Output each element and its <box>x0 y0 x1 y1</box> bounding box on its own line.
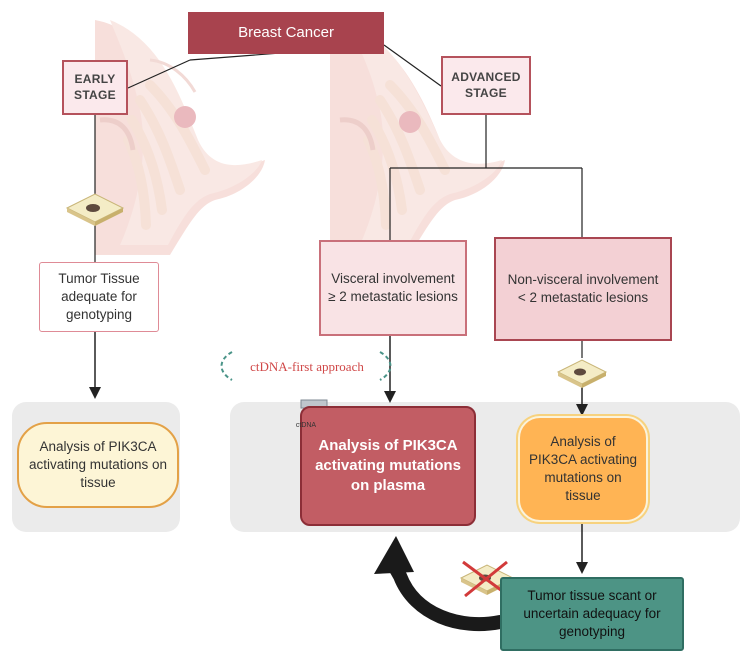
title-to-advanced-line <box>383 44 442 87</box>
visceral-involvement-box: Visceral involvement ≥ 2 metastatic lesi… <box>319 240 467 336</box>
tissue-scant-box: Tumor tissue scant or uncertain adequacy… <box>500 577 684 651</box>
breast-cancer-title: Breast Cancer <box>188 12 384 54</box>
analysis-tissue-advanced-box: Analysis of PIK3CA activating mutations … <box>518 416 648 522</box>
non-visceral-involvement-box: Non-visceral involvement < 2 metastatic … <box>494 237 672 341</box>
ctdna-tube-label: ctDNA <box>295 422 317 429</box>
advanced-stage-box: ADVANCED STAGE <box>441 56 531 115</box>
tumor-tissue-adequate-box: Tumor Tissue adequate for genotyping <box>39 262 159 332</box>
analysis-tissue-early-box: Analysis of PIK3CA activating mutations … <box>17 422 179 508</box>
analysis-plasma-box: Analysis of PIK3CA activating mutations … <box>300 406 476 526</box>
title-to-early-line <box>127 59 191 89</box>
early-stage-box: EARLY STAGE <box>62 60 128 115</box>
ctdna-first-approach-label: ctDNA-first approach <box>250 359 364 374</box>
